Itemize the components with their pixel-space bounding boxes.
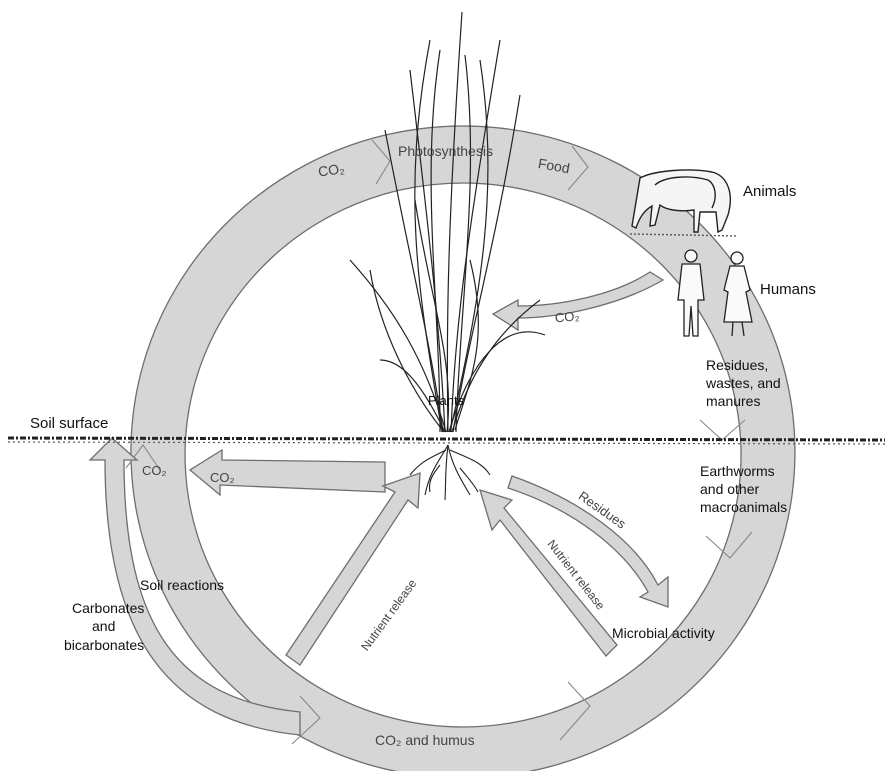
- soil-surface-label: Soil surface: [30, 415, 108, 432]
- nutrient-release-left-arrow: [286, 473, 420, 665]
- ring-co2-humus-label: CO₂ and humus: [375, 732, 475, 748]
- ring-co2-left-label: CO₂: [142, 463, 167, 478]
- grass-plant-icon: [350, 12, 545, 432]
- soil-reactions-label: Soil reactions: [140, 577, 224, 593]
- inner-co2-label: CO₂: [554, 308, 580, 325]
- microbial-activity-label: Microbial activity: [612, 625, 715, 641]
- animals-label: Animals: [743, 183, 796, 200]
- soil-co2-label: CO₂: [210, 470, 235, 485]
- plants-label: Plants: [428, 393, 465, 408]
- humans-label: Humans: [760, 281, 816, 298]
- ring-photosynthesis-label: Photosynthesis: [398, 143, 493, 159]
- nutrient-release-left-label: Nutrient release: [358, 576, 419, 653]
- roots-icon: [410, 445, 490, 500]
